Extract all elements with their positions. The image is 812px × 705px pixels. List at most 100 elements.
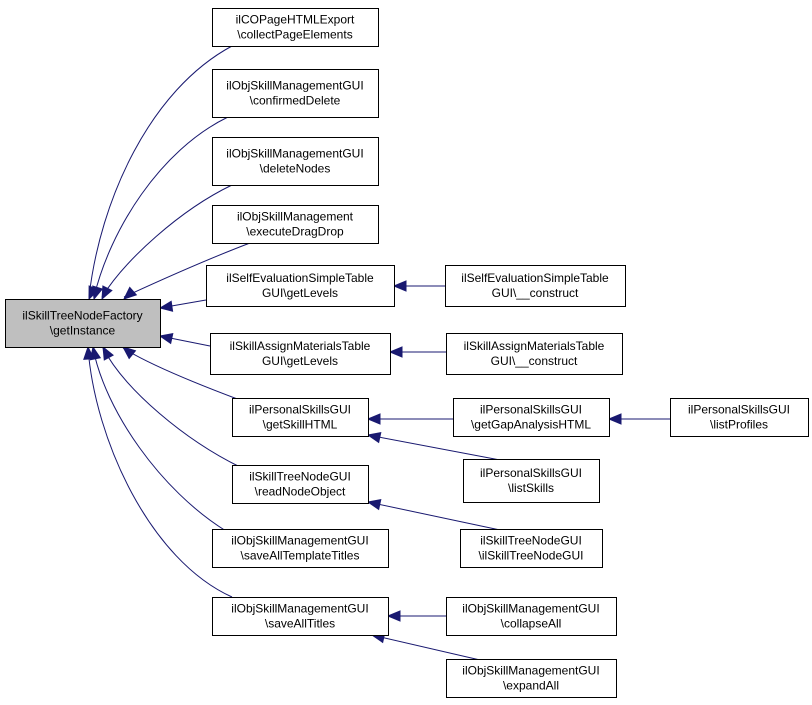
node-label-line-1: ilObjSkillManagementGUI xyxy=(231,534,368,548)
node-box xyxy=(445,265,626,307)
graph-node[interactable]: ilObjSkillManagementGUI\saveAllTitles xyxy=(212,597,389,636)
graph-node[interactable]: ilObjSkillManagementGUI\collapseAll xyxy=(446,597,617,636)
edge-n8-to-root xyxy=(102,345,241,468)
node-label-line-1: ilObjSkillManagementGUI xyxy=(462,664,599,678)
node-label-line-2: \getGapAnalysisHTML xyxy=(471,418,591,432)
edge-n2-to-root xyxy=(92,116,229,301)
graph-node[interactable]: ilObjSkillManagementGUI\confirmedDelete xyxy=(212,69,379,118)
node-box xyxy=(460,529,603,568)
node-box xyxy=(212,137,379,186)
graph-node[interactable]: ilPersonalSkillsGUI\listProfiles xyxy=(670,398,809,437)
graph-node[interactable]: ilCOPageHTMLExport\collectPageElements xyxy=(212,8,379,47)
node-box xyxy=(446,659,617,698)
node-label-line-2: \readNodeObject xyxy=(255,485,346,499)
node-box xyxy=(232,398,369,437)
graph-node[interactable]: ilSkillTreeNodeGUI\readNodeObject xyxy=(232,465,369,504)
node-box xyxy=(212,205,379,244)
node-box xyxy=(212,597,389,636)
node-label-line-1: ilPersonalSkillsGUI xyxy=(480,466,582,480)
edge-n5-to-root xyxy=(158,299,207,312)
arrowhead xyxy=(392,280,407,292)
node-box xyxy=(212,529,389,568)
edge-line xyxy=(88,45,233,298)
node-label-line-1: ilObjSkillManagementGUI xyxy=(231,602,368,616)
edge-line xyxy=(101,184,233,298)
node-label-line-2: \expandAll xyxy=(503,679,559,693)
node-label-line-2: \saveAllTemplateTitles xyxy=(241,549,360,563)
graph-node[interactable]: ilSkillAssignMaterialsTableGUI\__constru… xyxy=(446,333,623,375)
arrowhead xyxy=(101,285,113,301)
node-label-line-2: \listProfiles xyxy=(710,418,768,432)
node-box xyxy=(5,299,161,348)
edge-n6c-to-n6 xyxy=(388,346,446,358)
arrowhead xyxy=(102,345,114,361)
edge-line xyxy=(93,116,229,298)
arrowhead xyxy=(386,610,401,622)
node-box xyxy=(212,8,379,47)
graph-node[interactable]: ilObjSkillManagementGUI\saveAllTemplateT… xyxy=(212,529,389,568)
node-label-line-1: ilSkillTreeNodeFactory xyxy=(22,309,142,323)
graph-node[interactable]: ilPersonalSkillsGUI\getSkillHTML xyxy=(232,398,369,437)
arrowhead xyxy=(123,286,138,300)
graph-node[interactable]: ilPersonalSkillsGUI\listSkills xyxy=(463,459,600,503)
arrowhead xyxy=(158,300,174,312)
node-label-line-2: \collapseAll xyxy=(501,617,562,631)
node-label-line-2: \confirmedDelete xyxy=(250,94,341,108)
edge-line xyxy=(371,634,481,661)
node-label-line-2: GUI\__construct xyxy=(491,354,578,368)
arrowhead xyxy=(366,413,381,425)
node-label-line-1: ilPersonalSkillsGUI xyxy=(249,403,351,417)
edge-n3-to-root xyxy=(101,184,233,301)
graph-node[interactable]: ilPersonalSkillsGUI\getGapAnalysisHTML xyxy=(453,398,610,437)
arrowhead xyxy=(366,431,382,444)
edge-n7a-to-n7 xyxy=(366,413,453,425)
node-label-line-1: ilPersonalSkillsGUI xyxy=(480,403,582,417)
graph-node[interactable]: ilObjSkillManagementGUI\expandAll xyxy=(446,659,617,698)
node-label-line-1: ilCOPageHTMLExport xyxy=(236,13,355,27)
edge-n8a-to-n8 xyxy=(366,498,501,531)
node-label-line-1: ilObjSkillManagementGUI xyxy=(462,602,599,616)
node-box xyxy=(670,398,809,437)
node-label-line-2: \deleteNodes xyxy=(260,162,331,176)
edge-n1-to-root xyxy=(88,45,233,301)
node-label-line-1: ilSelfEvaluationSimpleTable xyxy=(226,271,374,285)
node-box xyxy=(453,398,610,437)
node-label-line-1: ilSkillTreeNodeGUI xyxy=(480,534,582,548)
node-box xyxy=(446,333,623,375)
edge-n7c-to-n7 xyxy=(366,431,501,461)
arrowhead xyxy=(607,413,622,425)
graph-node[interactable]: ilSelfEvaluationSimpleTableGUI\__constru… xyxy=(445,265,626,307)
edge-n10-to-root xyxy=(83,345,233,598)
node-label-line-2: \getInstance xyxy=(50,324,116,338)
edge-n4-to-root xyxy=(123,242,251,300)
arrowhead xyxy=(388,346,403,358)
edge-n6-to-root xyxy=(158,332,211,347)
graph-node[interactable]: ilSkillTreeNodeGUI\ilSkillTreeNodeGUI xyxy=(460,529,603,568)
node-label-line-1: ilPersonalSkillsGUI xyxy=(688,403,790,417)
node-box xyxy=(210,333,391,375)
node-label-line-2: GUI\getLevels xyxy=(262,354,338,368)
graph-node[interactable]: ilObjSkillManagement\executeDragDrop xyxy=(212,205,379,244)
edge-n7b-to-n7a xyxy=(607,413,670,425)
node-label-line-1: ilSkillAssignMaterialsTable xyxy=(464,339,605,353)
node-label-line-2: \ilSkillTreeNodeGUI xyxy=(479,549,584,563)
node-label-line-2: GUI\__construct xyxy=(492,286,579,300)
root-node[interactable]: ilSkillTreeNodeFactory\getInstance xyxy=(5,299,161,348)
node-label-line-1: ilObjSkillManagement xyxy=(237,210,354,224)
node-box xyxy=(446,597,617,636)
edge-n9-to-root xyxy=(89,345,227,532)
graph-node[interactable]: ilObjSkillManagementGUI\deleteNodes xyxy=(212,137,379,186)
node-label-line-1: ilSkillAssignMaterialsTable xyxy=(230,339,371,353)
arrowhead xyxy=(92,285,104,301)
edge-n10b-to-n10 xyxy=(370,631,481,661)
node-label-line-2: \saveAllTitles xyxy=(265,617,335,631)
node-box xyxy=(232,465,369,504)
node-label-line-2: \executeDragDrop xyxy=(246,225,344,239)
node-label-line-1: ilSelfEvaluationSimpleTable xyxy=(461,271,609,285)
nodes-layer: ilSkillTreeNodeFactory\getInstance ilCOPa… xyxy=(5,8,809,698)
arrowhead xyxy=(83,345,95,360)
node-box xyxy=(212,69,379,118)
